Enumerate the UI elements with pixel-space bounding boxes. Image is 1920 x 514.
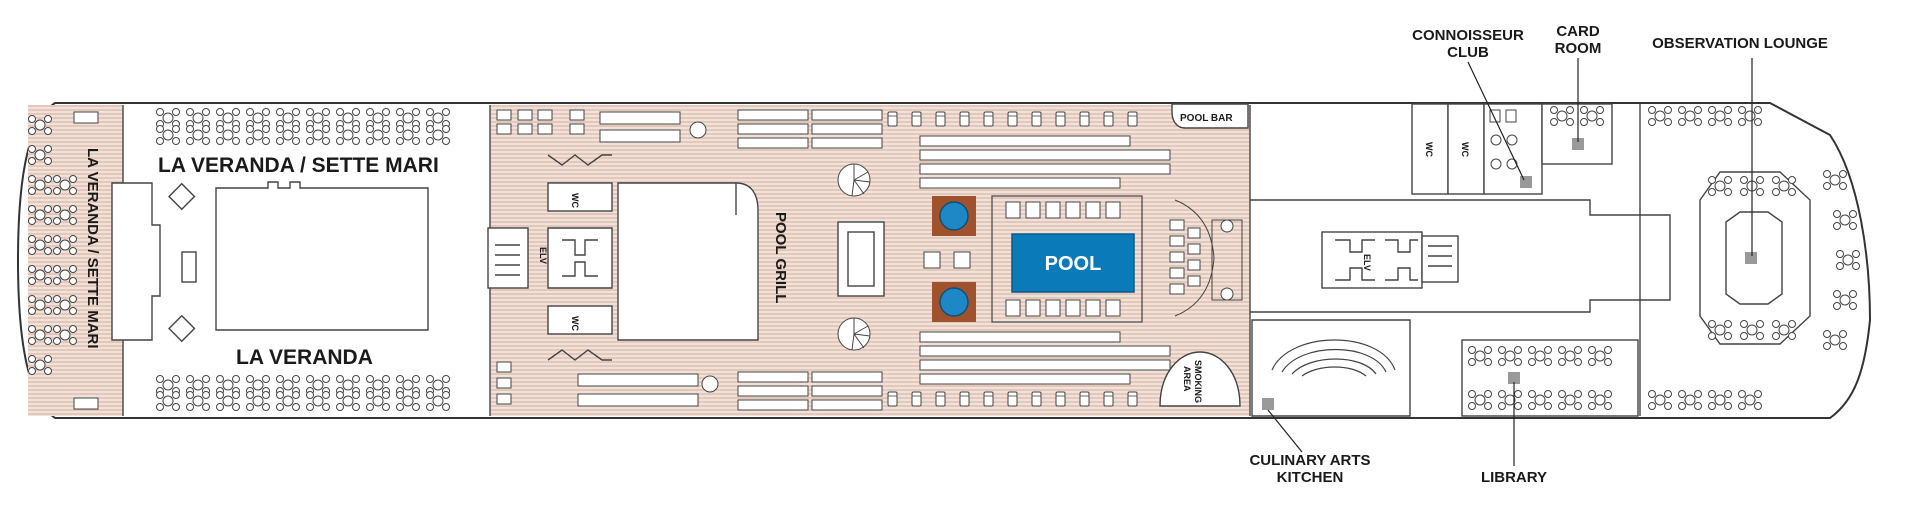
buffet-station — [111, 181, 429, 343]
pool — [1011, 233, 1135, 293]
observation-lounge — [1639, 104, 1860, 416]
pool-surround — [991, 195, 1143, 323]
pool-bar-label: POOL BAR — [1180, 113, 1233, 124]
la-veranda-sette-mari-stern-label: LA VERANDA / SETTE MARI — [84, 148, 101, 349]
loungers-top — [887, 111, 1171, 189]
pool-label: POOL — [1045, 253, 1102, 275]
aft-service-core — [487, 105, 613, 416]
card-room-label-1: CARD — [1556, 23, 1599, 40]
forward-corridor — [1250, 199, 1671, 313]
elevator-label-forward: ELV — [1362, 254, 1372, 271]
spiral-stair-top — [837, 163, 871, 197]
smoking-area-label-1: SMOKING — [1193, 360, 1203, 403]
wc-label-aft-bottom: WC — [570, 316, 580, 331]
wc-label-aft-top: WC — [570, 193, 580, 208]
culinary-arts-label-1: CULINARY ARTS — [1249, 452, 1370, 469]
smoking-area-label-2: AREA — [1182, 366, 1192, 392]
culinary-leader — [1267, 409, 1303, 453]
connoisseur-club-label-2: CLUB — [1447, 44, 1489, 61]
wc-label-forward-2: WC — [1460, 142, 1470, 157]
spiral-stair-bottom — [837, 317, 871, 351]
elevator-label-aft: ELV — [538, 247, 548, 264]
pool-bar-seating — [1169, 199, 1243, 317]
pool-grill-label: POOL GRILL — [772, 212, 789, 303]
la-veranda-label: LA VERANDA — [236, 346, 373, 369]
connoisseur-club-room — [1483, 103, 1543, 195]
forward-elevator-core — [1321, 231, 1459, 289]
card-room-label-2: ROOM — [1555, 40, 1602, 57]
stern-seating — [28, 111, 99, 410]
observation-lounge-label: OBSERVATION LOUNGE — [1652, 35, 1828, 52]
pool-bar — [1171, 103, 1249, 129]
pool-deck-chairs — [1005, 201, 1121, 317]
library-label: LIBRARY — [1481, 469, 1547, 486]
jacuzzi-bottom — [932, 282, 976, 322]
smoking-area — [1159, 351, 1241, 407]
library-room — [1461, 339, 1639, 417]
loungers-bottom — [887, 331, 1171, 407]
wc-label-forward-1: WC — [1424, 142, 1434, 157]
connoisseur-leader — [1467, 61, 1525, 181]
forward-wc-block — [1411, 103, 1485, 195]
connoisseur-club-label-1: CONNOISSEUR — [1412, 27, 1524, 44]
la-veranda-sette-mari-label: LA VERANDA / SETTE MARI — [158, 154, 439, 177]
culinary-arts-label-2: KITCHEN — [1277, 469, 1344, 486]
pool-grill-room — [617, 182, 759, 341]
card-room — [1541, 103, 1613, 165]
jacuzzi-top — [932, 196, 976, 236]
culinary-arts-kitchen — [1251, 319, 1411, 417]
pool-grill-seating — [496, 109, 883, 411]
